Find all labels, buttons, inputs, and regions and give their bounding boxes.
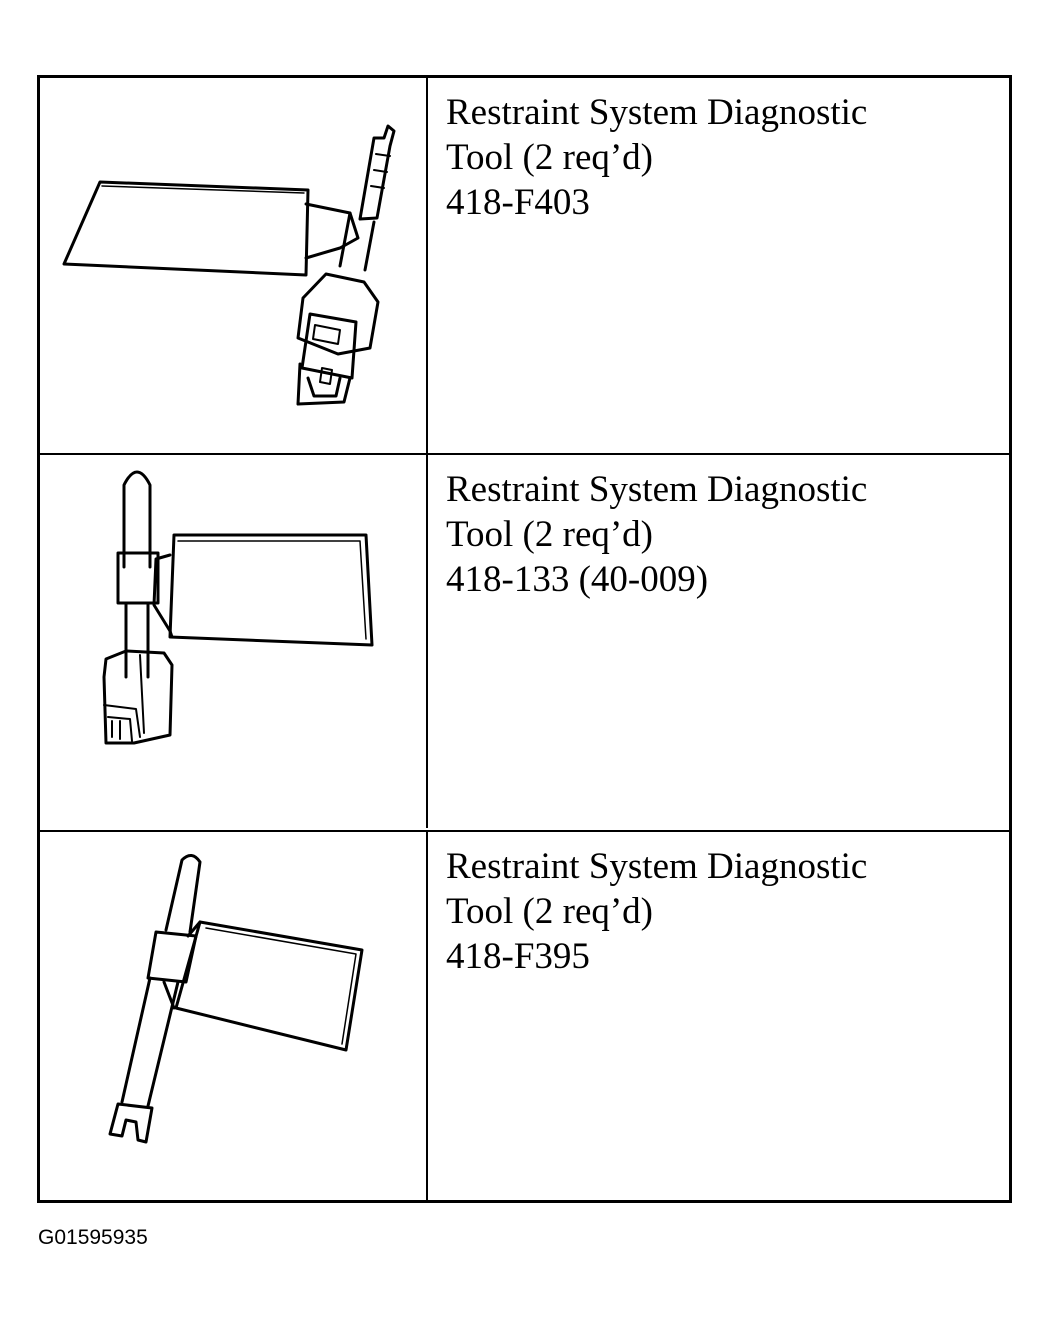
- tool-description: Restraint System Diagnostic Tool (2 req’…: [446, 467, 1006, 602]
- figure-id: G01595935: [38, 1226, 148, 1249]
- tool-part-number: 418-133 (40-009): [446, 559, 709, 600]
- tool-illustration-cell: [40, 78, 428, 453]
- tool-illustration-cell: [40, 832, 428, 1200]
- tool-row: Restraint System Diagnostic Tool (2 req’…: [40, 830, 1009, 1200]
- tool-name-line2: Tool (2 req’d): [446, 891, 654, 932]
- diagnostic-tool-connector-medium-icon: [102, 470, 374, 745]
- tool-name-line1: Restraint System Diagnostic: [446, 846, 868, 887]
- diagnostic-tool-connector-pin-icon: [108, 854, 364, 1144]
- tool-description: Restraint System Diagnostic Tool (2 req’…: [446, 844, 1006, 979]
- tool-row: Restraint System Diagnostic Tool (2 req’…: [40, 78, 1009, 453]
- tool-illustration-cell: [40, 455, 428, 828]
- tool-name-line1: Restraint System Diagnostic: [446, 92, 868, 133]
- tool-name-line2: Tool (2 req’d): [446, 137, 654, 178]
- tool-row: Restraint System Diagnostic Tool (2 req’…: [40, 453, 1009, 828]
- tool-part-number: 418-F403: [446, 182, 590, 223]
- tool-part-number: 418-F395: [446, 936, 590, 977]
- tool-table: Restraint System Diagnostic Tool (2 req’…: [37, 75, 1012, 1203]
- tool-name-line1: Restraint System Diagnostic: [446, 469, 868, 510]
- tool-description: Restraint System Diagnostic Tool (2 req’…: [446, 90, 1006, 225]
- diagnostic-tool-connector-large-icon: [62, 124, 396, 406]
- tool-name-line2: Tool (2 req’d): [446, 514, 654, 555]
